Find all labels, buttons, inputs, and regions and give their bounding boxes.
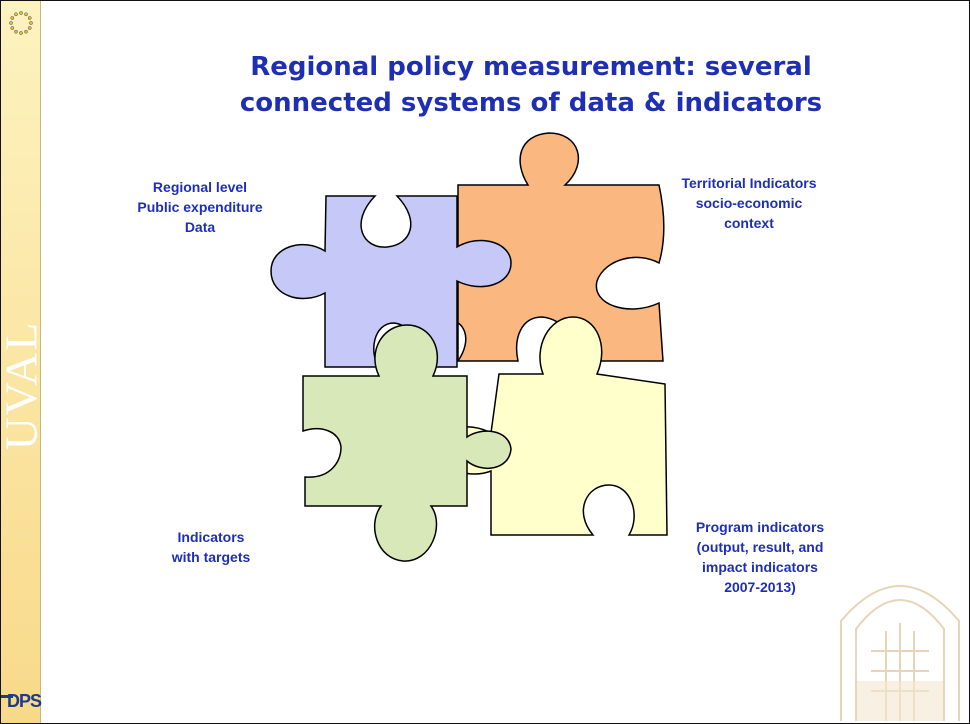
eu-flag-icon (9, 11, 33, 35)
title-line-1: Regional policy measurement: several (250, 52, 812, 82)
label-green-line-2: with targets (171, 549, 251, 565)
puzzle-piece-purple (270, 195, 512, 368)
puzzle-piece-green (302, 324, 512, 562)
label-green-line-1: Indicators (177, 529, 245, 545)
label-yellow-line-3: impact indicators (702, 559, 818, 575)
label-orange-line-2: socio-economic (695, 195, 803, 211)
sidebar: UVAL DPS (1, 1, 47, 723)
building-watermark-icon (840, 585, 960, 721)
label-green-piece: Indicators with targets (141, 527, 281, 567)
label-purple-line-3: Data (184, 219, 216, 235)
dps-logo: DPS (7, 691, 42, 711)
label-orange-line-1: Territorial Indicators (681, 175, 817, 191)
label-yellow-line-4: 2007-2013) (724, 579, 796, 595)
label-purple-line-1: Regional level (152, 179, 248, 195)
label-purple-piece: Regional level Public expenditure Data (105, 177, 295, 237)
label-yellow-piece: Program indicators (output, result, and … (655, 517, 865, 597)
puzzle-piece-orange (427, 132, 665, 362)
label-yellow-line-2: (output, result, and (696, 539, 824, 555)
label-orange-piece: Territorial Indicators socio-economic co… (649, 173, 849, 233)
dps-logo-bar (1, 695, 13, 698)
label-purple-line-2: Public expenditure (137, 199, 263, 215)
label-yellow-line-1: Program indicators (695, 519, 825, 535)
label-orange-line-3: context (724, 215, 774, 231)
title-line-2: connected systems of data & indicators (239, 88, 823, 118)
slide-title: Regional policy measurement: several con… (191, 49, 871, 121)
